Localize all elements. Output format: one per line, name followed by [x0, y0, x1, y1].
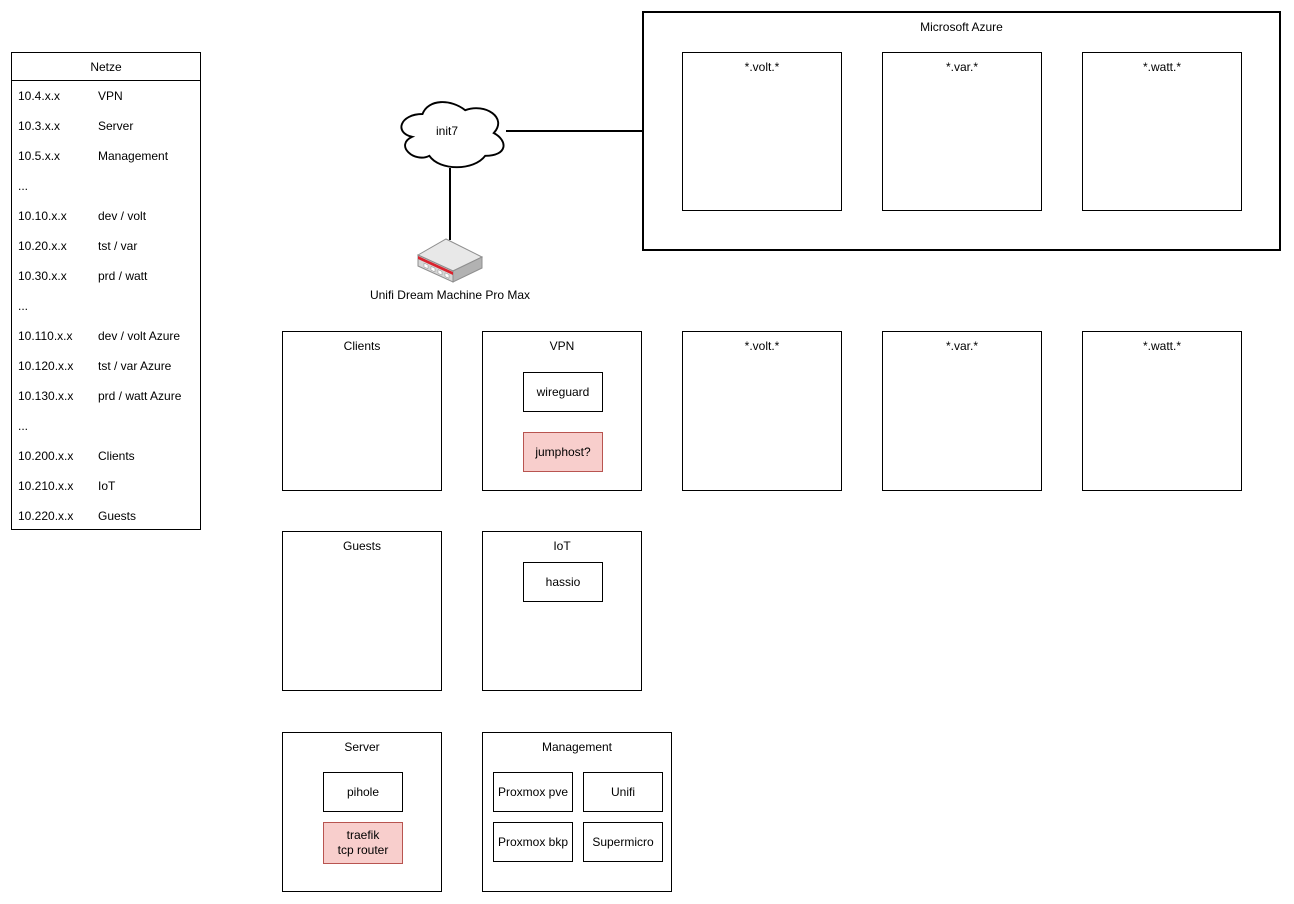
azure-box-watt-label: *.watt.*	[1142, 60, 1181, 74]
net-ip: 10.130.x.x	[18, 389, 74, 403]
table-row: 10.120.x.x tst / var Azure	[12, 351, 200, 381]
node-pihole: pihole	[323, 772, 403, 812]
net-name: prd / watt	[98, 269, 148, 283]
netze-table: Netze 10.4.x.x VPN 10.3.x.x Server 10.5.x.…	[11, 52, 201, 530]
net-ip: ...	[18, 419, 29, 433]
net-ip: 10.210.x.x	[18, 479, 74, 493]
table-row: 10.220.x.x Guests	[12, 501, 200, 531]
net-ip: 10.3.x.x	[18, 119, 61, 133]
node-wireguard: wireguard	[523, 372, 603, 412]
network-box-guests: Guests	[282, 531, 442, 691]
node-unifi: Unifi	[583, 772, 663, 812]
net-name: tst / var Azure	[98, 359, 172, 373]
net-ip: 10.10.x.x	[18, 209, 67, 223]
azure-box-var-label: *.var.*	[945, 60, 978, 74]
network-box-clients: Clients	[282, 331, 442, 491]
net-ip: 10.110.x.x	[18, 329, 73, 343]
node-hassio: hassio	[523, 562, 603, 602]
azure-box-volt-label: *.volt.*	[744, 60, 780, 74]
net-ip: ...	[18, 299, 29, 313]
network-box-var: *.var.*	[882, 331, 1042, 491]
node-jumphost: jumphost?	[523, 432, 603, 472]
node-traefik: traefik tcp router	[323, 822, 403, 864]
wan-to-azure-line	[506, 130, 642, 132]
net-ip: 10.120.x.x	[18, 359, 74, 373]
net-name: dev / volt Azure	[98, 329, 181, 343]
internet-cloud	[392, 95, 510, 171]
table-row: 10.3.x.x Server	[12, 111, 200, 141]
azure-title: Microsoft Azure	[920, 20, 1003, 34]
azure-box-volt: *.volt.*	[682, 52, 842, 211]
net-name: Clients	[98, 449, 135, 463]
var-title: *.var.*	[945, 339, 978, 353]
node-proxmox-pve: Proxmox pve	[493, 772, 573, 812]
network-box-volt: *.volt.*	[682, 331, 842, 491]
netze-table-rows: 10.4.x.x VPN 10.3.x.x Server 10.5.x.x Manag…	[12, 81, 200, 531]
net-ip: 10.30.x.x	[18, 269, 67, 283]
router-device-icon	[416, 238, 484, 283]
network-box-server: Server pihole traefik tcp router	[282, 732, 442, 892]
net-name: VPN	[98, 89, 123, 103]
azure-box-watt: *.watt.*	[1082, 52, 1242, 211]
clients-title: Clients	[343, 339, 381, 353]
guests-title: Guests	[342, 539, 381, 553]
net-ip: 10.4.x.x	[18, 89, 61, 103]
server-title: Server	[344, 740, 380, 754]
net-ip: 10.20.x.x	[18, 239, 67, 253]
node-proxmox-bkp: Proxmox bkp	[493, 822, 573, 862]
net-name: Guests	[98, 509, 137, 523]
net-ip: 10.5.x.x	[18, 149, 61, 163]
net-ip: 10.200.x.x	[18, 449, 74, 463]
table-row: 10.130.x.x prd / watt Azure	[12, 381, 200, 411]
net-ip: ...	[18, 179, 29, 193]
net-name: IoT	[98, 479, 116, 493]
network-box-iot: IoT hassio	[482, 531, 642, 691]
table-row: ...	[12, 171, 200, 201]
net-name: tst / var	[98, 239, 138, 253]
net-ip: 10.220.x.x	[18, 509, 74, 523]
net-name: dev / volt	[98, 209, 147, 223]
table-row: 10.10.x.x dev / volt	[12, 201, 200, 231]
wan-to-router-line	[449, 168, 451, 240]
network-box-vpn: VPN wireguard jumphost?	[482, 331, 642, 491]
net-name: prd / watt Azure	[98, 389, 182, 403]
volt-title: *.volt.*	[744, 339, 780, 353]
node-supermicro: Supermicro	[583, 822, 663, 862]
net-name: Management	[98, 149, 169, 163]
table-row: 10.5.x.x Management	[12, 141, 200, 171]
vpn-title: VPN	[549, 339, 575, 353]
net-name: Server	[98, 119, 134, 133]
table-row: ...	[12, 291, 200, 321]
netze-table-title: Netze	[12, 53, 200, 81]
watt-title: *.watt.*	[1142, 339, 1181, 353]
table-row: 10.20.x.x tst / var	[12, 231, 200, 261]
iot-title: IoT	[553, 539, 571, 553]
cloud-icon	[400, 101, 505, 169]
router-icon	[416, 238, 484, 284]
network-box-watt: *.watt.*	[1082, 331, 1242, 491]
network-box-management: Management Proxmox pve Unifi Proxmox bkp…	[482, 732, 672, 892]
table-row: 10.30.x.x prd / watt	[12, 261, 200, 291]
azure-box-var: *.var.*	[882, 52, 1042, 211]
cloud-label: init7	[435, 124, 458, 138]
azure-container: Microsoft Azure *.volt.* *.var.* *.watt.…	[642, 11, 1281, 251]
table-row: 10.110.x.x dev / volt Azure	[12, 321, 200, 351]
router-label: Unifi Dream Machine Pro Max	[369, 288, 531, 302]
table-row: ...	[12, 411, 200, 441]
table-row: 10.210.x.x IoT	[12, 471, 200, 501]
table-row: 10.200.x.x Clients	[12, 441, 200, 471]
table-row: 10.4.x.x VPN	[12, 81, 200, 111]
management-title: Management	[541, 740, 613, 754]
